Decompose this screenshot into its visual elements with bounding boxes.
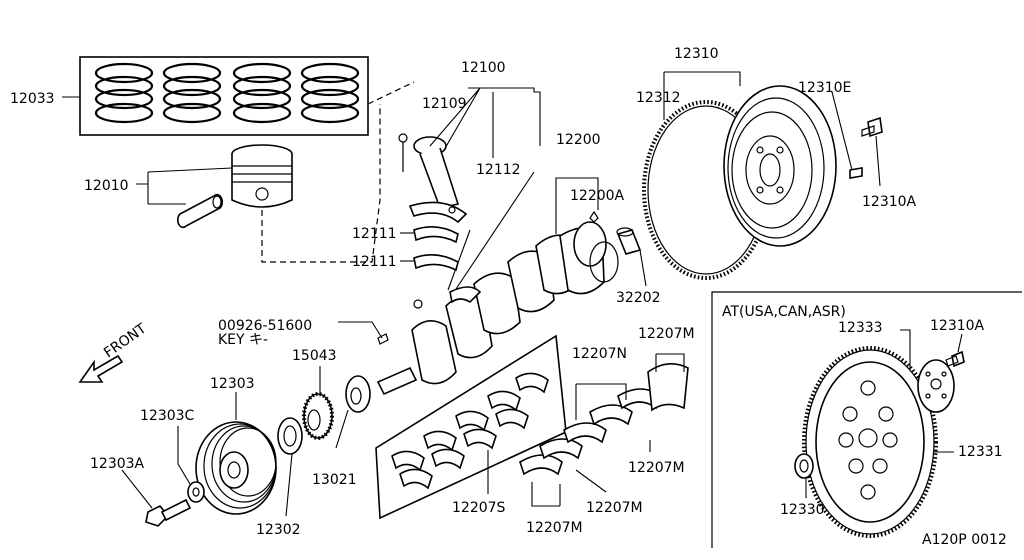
label-12100: 12100 [461, 60, 506, 76]
pilot-bushing [616, 227, 642, 255]
label-12207N: 12207N [572, 346, 627, 362]
front-arrow-icon [78, 354, 124, 383]
label-12200: 12200 [556, 132, 601, 148]
flywheel-bolt [861, 116, 883, 138]
crank-pulley [195, 421, 277, 515]
label-at-12331: 12331 [958, 444, 1003, 460]
reinforcement-plate [917, 359, 955, 413]
label-13021: 13021 [312, 472, 357, 488]
pulley-bolt [145, 498, 192, 527]
crankshaft [376, 221, 619, 396]
drive-plate [802, 346, 938, 538]
label-at-title: AT(USA,CAN,ASR) [722, 304, 846, 320]
piston-rings-box [62, 56, 369, 136]
label-at-12333: 12333 [838, 320, 883, 336]
label-12207M-bottom-right: 12207M [586, 500, 643, 516]
label-12303C: 12303C [140, 408, 195, 424]
rod-bearings [413, 226, 459, 309]
at-inset [711, 291, 1022, 548]
label-at-12330: 12330 [780, 502, 825, 518]
label-12010: 12010 [84, 178, 129, 194]
label-15043: 15043 [292, 348, 337, 364]
label-12109: 12109 [422, 96, 467, 112]
label-12207M-right: 12207M [628, 460, 685, 476]
label-12111-lower: 12111 [352, 254, 397, 270]
label-12033: 12033 [10, 91, 55, 107]
label-12303A: 12303A [90, 456, 145, 472]
oil-seal [277, 417, 303, 455]
label-12303: 12303 [210, 376, 255, 392]
crank-sprocket [302, 392, 334, 440]
drive-plate-bolt [945, 350, 965, 368]
thrust-bearings [519, 363, 689, 476]
label-32202: 32202 [616, 290, 661, 306]
spacer-washer [794, 453, 814, 479]
pulley-washer [187, 481, 205, 503]
label-12200A: 12200A [570, 188, 625, 204]
label-key-part: 00926-51600 [218, 318, 312, 334]
label-12112: 12112 [476, 162, 521, 178]
label-at-12310A: 12310A [930, 318, 985, 334]
label-key-text: KEY キ- [218, 332, 268, 348]
drive-spacer [345, 375, 371, 413]
label-12302: 12302 [256, 522, 301, 538]
piston-pin [176, 193, 224, 229]
label-12310: 12310 [674, 46, 719, 62]
label-12207M-upper-right: 12207M [638, 326, 695, 342]
connecting-rod [398, 133, 468, 224]
piston [231, 144, 293, 208]
flywheel [642, 85, 837, 280]
label-12310A: 12310A [862, 194, 917, 210]
label-12312: 12312 [636, 90, 681, 106]
label-12207M-bottom: 12207M [526, 520, 583, 536]
label-12310E: 12310E [798, 80, 851, 96]
dowel-pin [849, 167, 863, 179]
label-12111-upper: 12111 [352, 226, 397, 242]
figure-code: A120P 0012 [922, 532, 1007, 548]
main-bearings-set [375, 334, 567, 520]
label-front: FRONT [101, 320, 150, 361]
label-12207S: 12207S [452, 500, 506, 516]
